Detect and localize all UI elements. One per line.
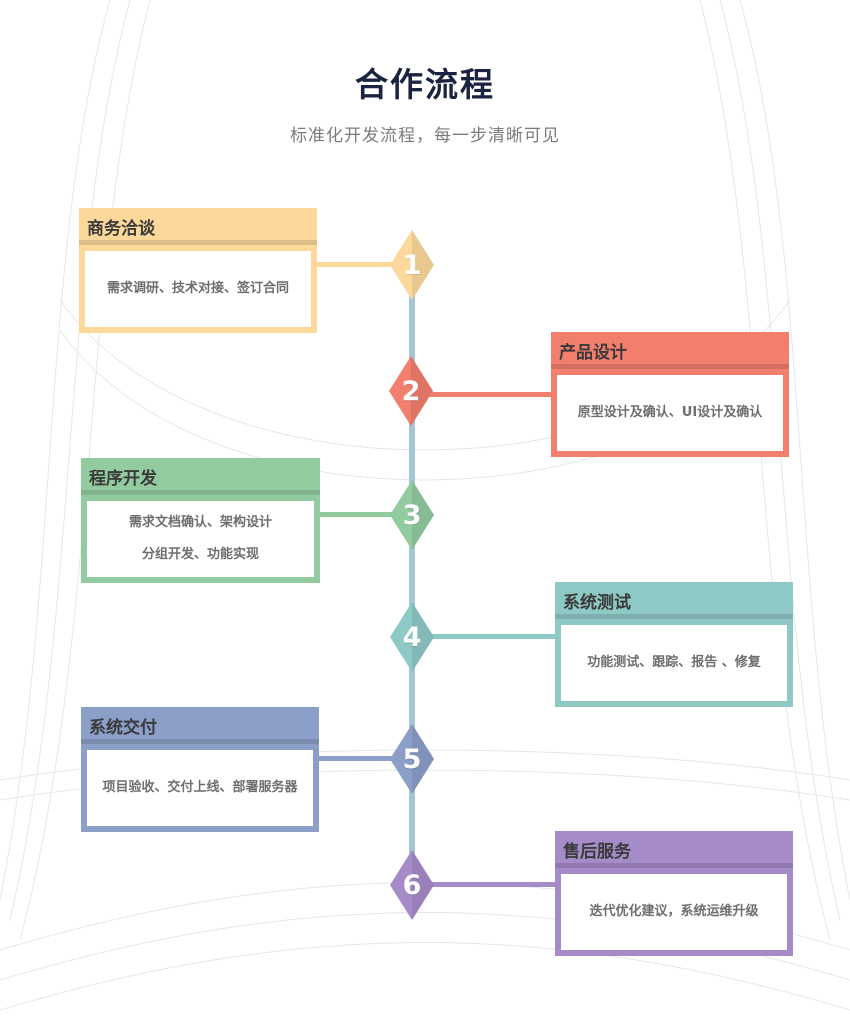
step-line: 项目验收、交付上线、部署服务器 (102, 780, 298, 795)
connector-5 (318, 756, 412, 761)
step-card-5: 系统交付 项目验收、交付上线、部署服务器 (81, 707, 319, 832)
step-description: 项目验收、交付上线、部署服务器 (87, 750, 313, 826)
step-heading: 售后服务 (563, 842, 631, 862)
step-header: 商务洽谈 (79, 208, 317, 245)
step-line: 功能测试、跟踪、报告 、修复 (587, 655, 761, 670)
connector-6 (412, 882, 556, 887)
step-heading: 系统测试 (563, 593, 631, 613)
page-subtitle: 标准化开发流程，每一步清晰可见 (290, 126, 560, 146)
step-description: 迭代优化建议，系统运维升级 (561, 874, 787, 950)
connector-4 (412, 634, 556, 639)
step-header: 程序开发 (81, 458, 320, 495)
connector-2 (412, 392, 552, 397)
step-card-3: 程序开发 需求文档确认、架构设计 分组开发、功能实现 (81, 458, 320, 583)
step-number: 6 (402, 869, 422, 901)
step-number: 5 (402, 743, 422, 775)
step-description: 需求调研、技术对接、签订合同 (85, 251, 311, 327)
step-line: 需求文档确认、架构设计 (128, 515, 272, 530)
step-line: 分组开发、功能实现 (141, 547, 259, 562)
step-card-6: 售后服务 迭代优化建议，系统运维升级 (555, 831, 793, 956)
step-header: 系统测试 (555, 582, 793, 619)
step-heading: 产品设计 (559, 343, 627, 363)
connector-1 (316, 262, 412, 267)
step-card-4: 系统测试 功能测试、跟踪、报告 、修复 (555, 582, 793, 707)
timeline-spine (409, 266, 415, 886)
step-number: 2 (401, 375, 421, 407)
step-card-2: 产品设计 原型设计及确认、UI设计及确认 (551, 332, 789, 457)
step-number: 3 (402, 499, 422, 531)
step-header: 售后服务 (555, 831, 793, 868)
step-heading: 商务洽谈 (87, 219, 155, 239)
step-card-1: 商务洽谈 需求调研、技术对接、签订合同 (79, 208, 317, 333)
step-heading: 系统交付 (89, 718, 157, 738)
step-header: 产品设计 (551, 332, 789, 369)
step-description: 需求文档确认、架构设计 分组开发、功能实现 (87, 501, 314, 577)
step-number: 1 (402, 249, 422, 281)
step-description: 原型设计及确认、UI设计及确认 (557, 375, 783, 451)
connector-3 (319, 512, 412, 517)
step-number: 4 (402, 621, 422, 653)
page-title: 合作流程 (355, 65, 495, 104)
step-heading: 程序开发 (89, 469, 157, 489)
step-line: 迭代优化建议，系统运维升级 (589, 904, 759, 919)
step-header: 系统交付 (81, 707, 319, 744)
step-description: 功能测试、跟踪、报告 、修复 (561, 625, 787, 701)
step-line: 需求调研、技术对接、签订合同 (106, 281, 289, 296)
step-line: 原型设计及确认、UI设计及确认 (577, 405, 763, 420)
